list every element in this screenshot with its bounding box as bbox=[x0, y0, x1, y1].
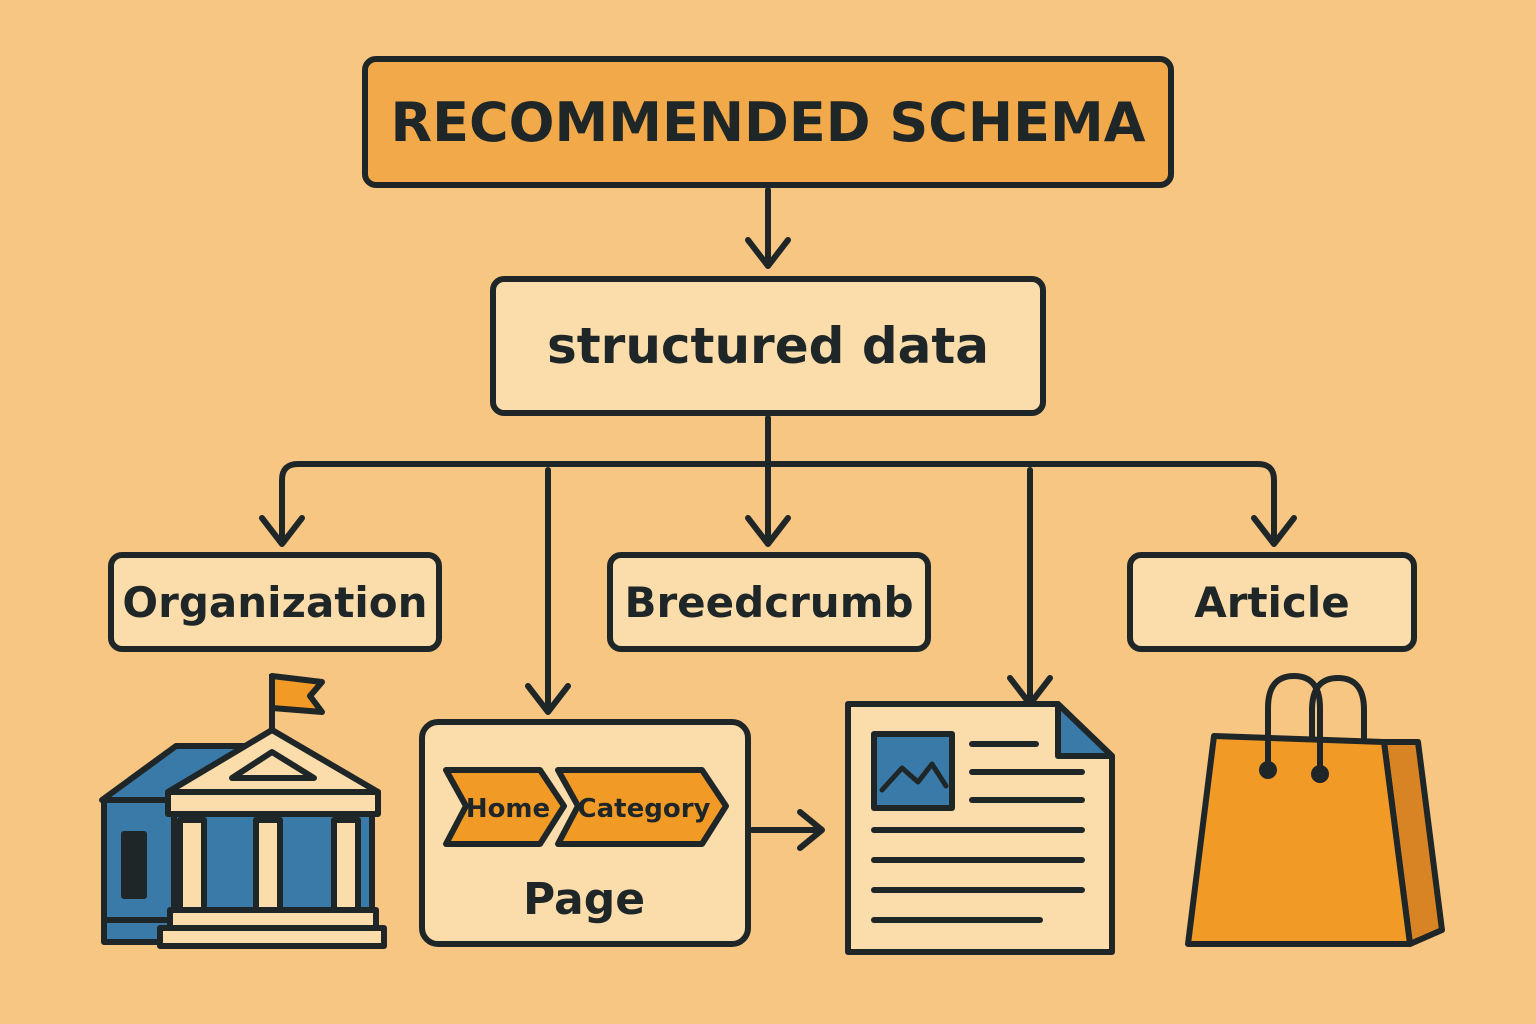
building-entablature bbox=[165, 789, 381, 817]
document-fold bbox=[1055, 701, 1115, 759]
arrowhead-article bbox=[1251, 515, 1297, 547]
building-pediment-inner bbox=[229, 749, 317, 781]
image-icon bbox=[871, 731, 955, 811]
building-icon bbox=[99, 673, 387, 949]
arrowhead-data bbox=[745, 237, 791, 269]
bag-rivet-right bbox=[1311, 765, 1329, 783]
structured-data-box: structured data bbox=[490, 276, 1046, 416]
building-column-1 bbox=[177, 817, 207, 913]
crumb-home-shape bbox=[443, 767, 567, 847]
flag-icon bbox=[269, 673, 325, 715]
connector-bus bbox=[279, 461, 1277, 543]
building-column-3 bbox=[331, 817, 361, 913]
bag-front bbox=[1185, 733, 1413, 947]
page-label: Page bbox=[523, 874, 645, 925]
breadcrumb-node: Breedcrumb bbox=[607, 552, 931, 652]
arrowhead-page-to-document bbox=[797, 809, 825, 851]
arrowhead-page bbox=[525, 683, 571, 715]
breadcrumb-page-icon: Home Category Page bbox=[419, 719, 751, 947]
shopping-bag-icon bbox=[1185, 673, 1445, 947]
organization-label: Organization bbox=[122, 577, 428, 627]
crumb-home: Home bbox=[466, 794, 550, 824]
building-step-2 bbox=[157, 925, 387, 949]
arrowhead-organization bbox=[259, 515, 305, 547]
document-icon bbox=[845, 701, 1115, 955]
breadcrumb-label: Breedcrumb bbox=[624, 577, 914, 627]
building-column-2 bbox=[253, 817, 283, 913]
title-box: RECOMMENDED SCHEMA bbox=[362, 56, 1174, 188]
article-label: Article bbox=[1194, 577, 1350, 627]
bag-handle-back bbox=[1309, 675, 1367, 765]
building-side-door bbox=[121, 831, 147, 899]
bag-rivet-left bbox=[1259, 761, 1277, 779]
arrowhead-breadcrumb bbox=[745, 515, 791, 547]
bag-handle-front bbox=[1265, 673, 1323, 777]
crumb-category: Category bbox=[578, 794, 711, 824]
organization-node: Organization bbox=[108, 552, 442, 652]
crumb-category-shape bbox=[555, 767, 729, 847]
structured-data-label: structured data bbox=[547, 317, 989, 375]
diagram-title: RECOMMENDED SCHEMA bbox=[390, 90, 1146, 154]
article-node: Article bbox=[1127, 552, 1417, 652]
